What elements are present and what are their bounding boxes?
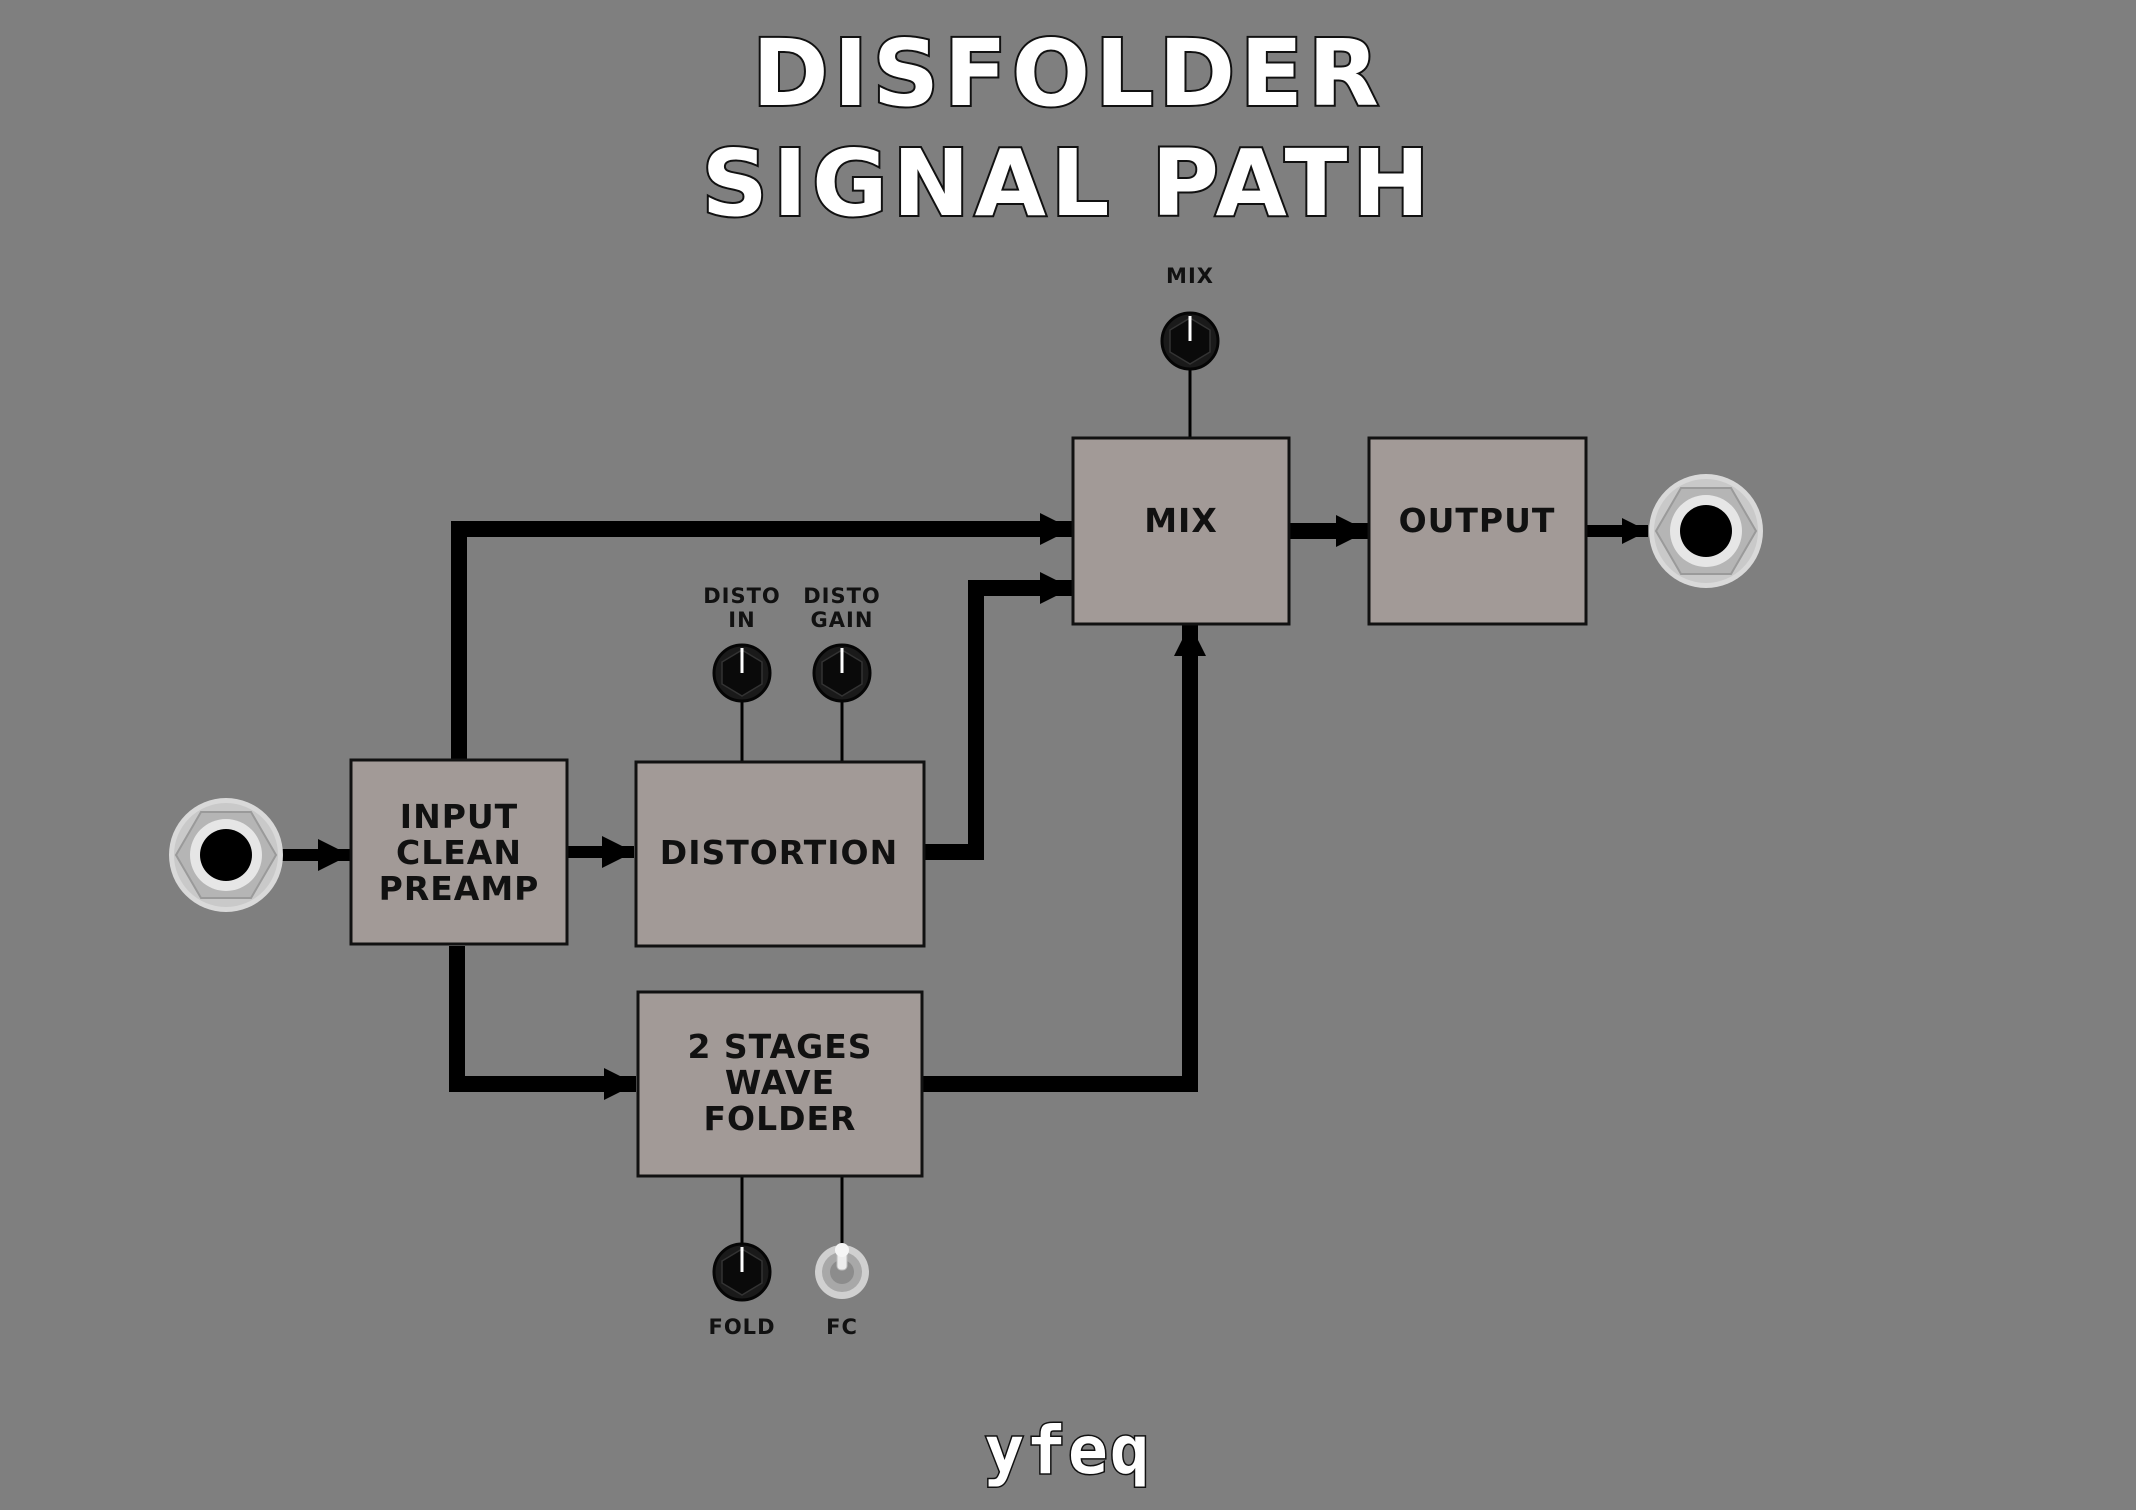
- disto-in-label-line-1: DISTO: [703, 584, 781, 608]
- block-mix: MIX: [1071, 436, 1291, 626]
- wire-distortion-to-mix: [924, 572, 1072, 860]
- disto-in-knob-icon: [712, 643, 772, 703]
- block-wave-folder: 2 STAGES WAVE FOLDER: [636, 990, 924, 1178]
- wire-folder-to-mix: [922, 624, 1206, 1092]
- disto-gain-label-line-2: GAIN: [811, 608, 874, 632]
- output-jack-icon: [1649, 474, 1763, 588]
- fold-knob-icon: [712, 1242, 772, 1302]
- toggle-switch-icon: [815, 1243, 869, 1299]
- folder-label-line-1: 2 STAGES: [687, 1027, 872, 1066]
- disto-in-label-line-2: IN: [728, 608, 755, 632]
- block-output: OUTPUT: [1367, 436, 1588, 626]
- preamp-label-line-3: PREAMP: [379, 869, 540, 908]
- title-line-2: SIGNAL PATH: [700, 130, 1435, 237]
- title-line-1: DISFOLDER: [750, 20, 1384, 127]
- distortion-label: DISTORTION: [660, 833, 898, 872]
- input-jack-icon: [169, 798, 283, 912]
- disto-gain-label-line-1: DISTO: [803, 584, 881, 608]
- mix-knob-label: MIX: [1166, 264, 1214, 288]
- wire-preamp-to-folder: [449, 946, 636, 1100]
- output-block-label: OUTPUT: [1399, 501, 1556, 540]
- block-input-clean-preamp: INPUT CLEAN PREAMP: [349, 758, 569, 946]
- mix-knob-icon: [1160, 311, 1220, 371]
- brand-logo: yfeq: [985, 1412, 1152, 1489]
- fc-switch-label: FC: [826, 1315, 858, 1339]
- preamp-label-line-2: CLEAN: [396, 833, 522, 872]
- disto-gain-knob-icon: [812, 643, 872, 703]
- fold-knob-label: FOLD: [708, 1315, 775, 1339]
- wire-preamp-to-mix-dry: [451, 513, 1072, 760]
- block-distortion: DISTORTION: [634, 760, 926, 948]
- folder-label-line-2: WAVE: [725, 1063, 835, 1102]
- mix-block-label: MIX: [1144, 501, 1218, 540]
- wires: [282, 368, 1648, 1248]
- folder-label-line-3: FOLDER: [704, 1099, 857, 1138]
- preamp-label-line-1: INPUT: [400, 797, 518, 836]
